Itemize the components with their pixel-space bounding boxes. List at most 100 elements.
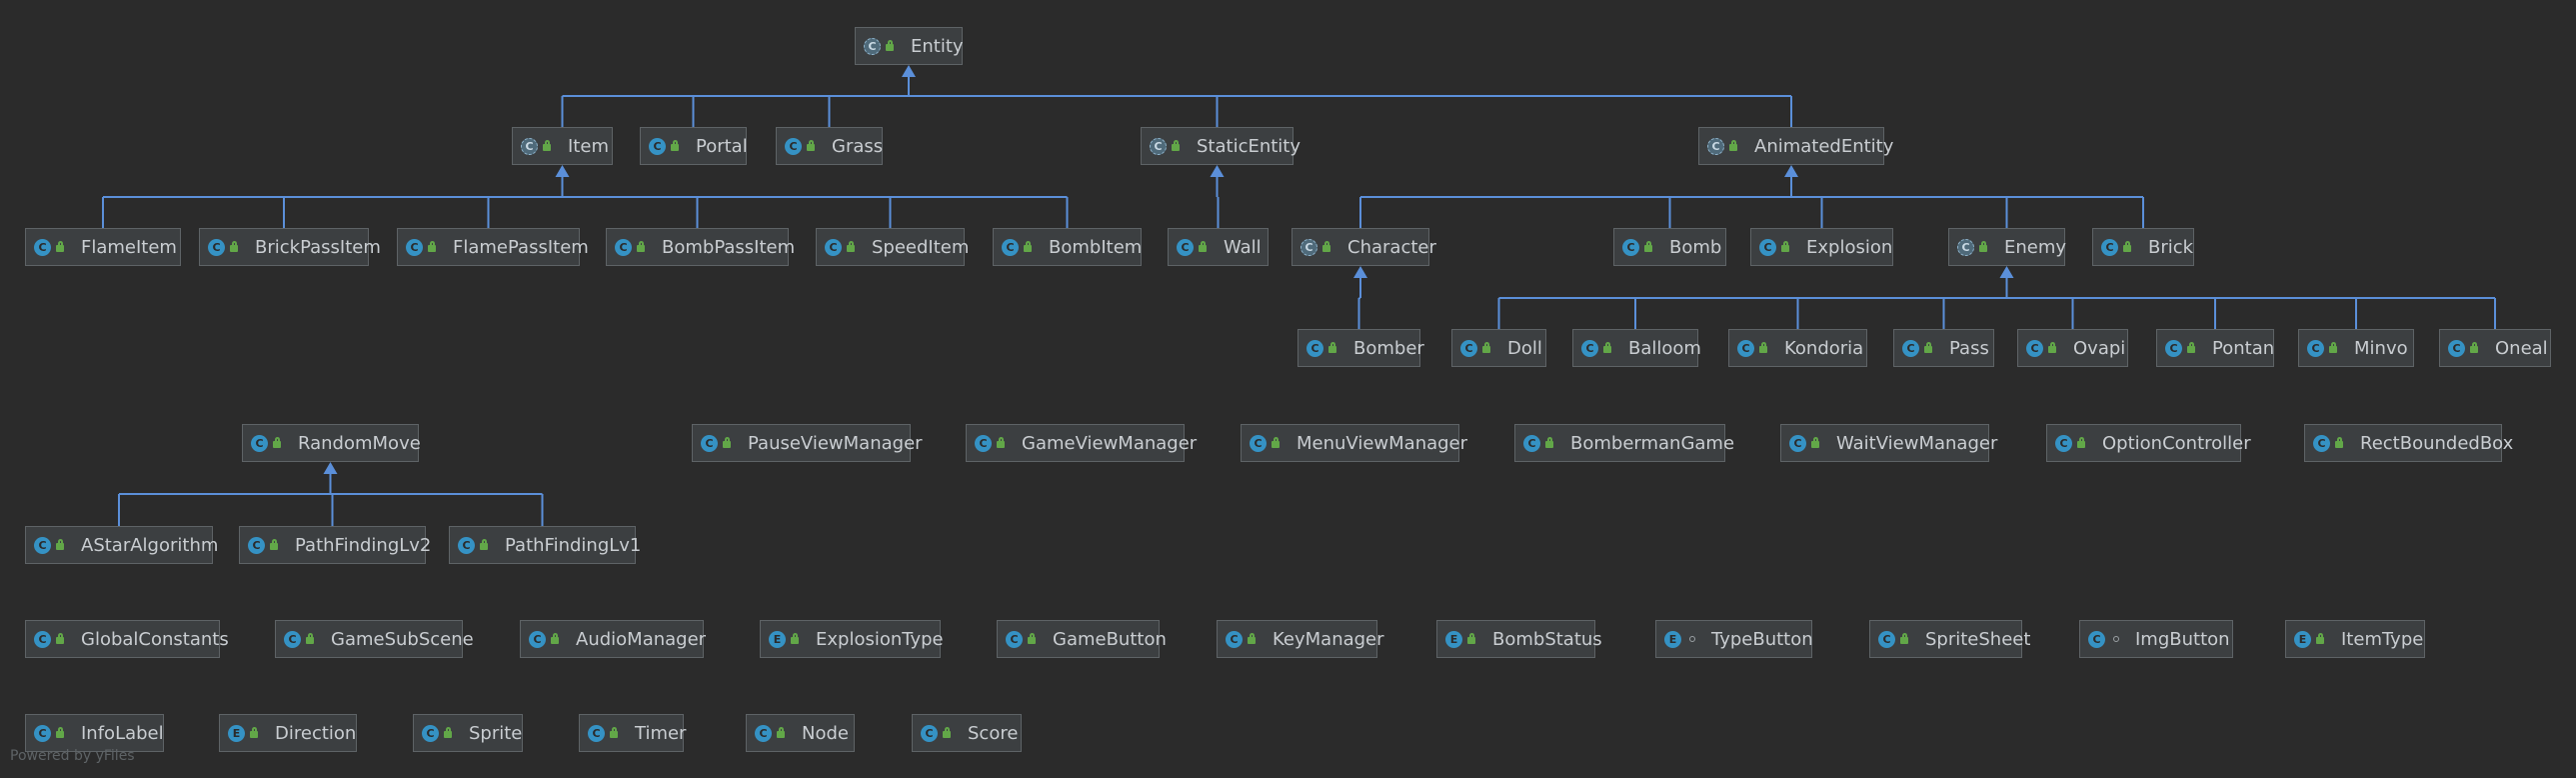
class-node-label: Enemy [2004,236,2067,258]
lock-icon [1027,633,1039,645]
lock-icon [1758,342,1770,354]
class-node-label: MenuViewManager [1296,432,1468,454]
class-node-label: Score [968,722,1019,744]
package-private-icon [1689,636,1695,642]
lock-icon [1023,241,1035,253]
lock-icon [996,437,1008,449]
inheritance-static-entity [1210,165,1225,228]
class-node-label: WaitViewManager [1836,432,1998,454]
abstract-class-icon: C [1957,238,1974,256]
class-icon: C [1878,630,1895,648]
class-node-label: Timer [635,722,687,744]
lock-icon [2076,437,2088,449]
lock-icon [2334,437,2346,449]
class-icon: C [34,630,51,648]
class-icon: C [248,536,265,554]
class-node-label: Wall [1224,236,1262,258]
lock-icon [1327,342,1339,354]
inheritance-animated-entity [1359,165,2144,228]
class-node-explosion[interactable]: C Explosion [1750,228,1893,266]
class-node-label: PauseViewManager [748,432,923,454]
lock-icon [1602,342,1614,354]
class-icon: C [1789,434,1806,452]
class-node-label: FlamePassItem [453,236,589,258]
enum-icon: E [1664,630,1681,648]
lock-icon [1466,633,1478,645]
class-icon: C [251,434,268,452]
class-node-label: Kondoria [1784,337,1864,359]
class-icon: C [1759,238,1776,256]
class-node-wait-view-manager[interactable]: C WaitViewManager [1780,424,1997,462]
class-node-label: Sprite [469,722,523,744]
lock-icon [542,140,554,152]
lock-icon [55,241,67,253]
class-icon: C [34,724,51,742]
class-node-enemy[interactable]: C Enemy [1948,228,2067,266]
lock-icon [1247,633,1259,645]
class-node-label: InfoLabel [81,722,164,744]
enum-icon: E [2294,630,2311,648]
class-node-info-label[interactable]: C InfoLabel [25,714,164,752]
class-node-label: Direction [275,722,357,744]
class-node-label: ImgButton [2135,628,2230,650]
class-icon: C [34,238,51,256]
lock-icon [427,241,439,253]
lock-icon [2122,241,2134,253]
class-node-label: Explosion [1806,236,1893,258]
lock-icon [1728,140,1740,152]
lock-icon [479,539,491,551]
